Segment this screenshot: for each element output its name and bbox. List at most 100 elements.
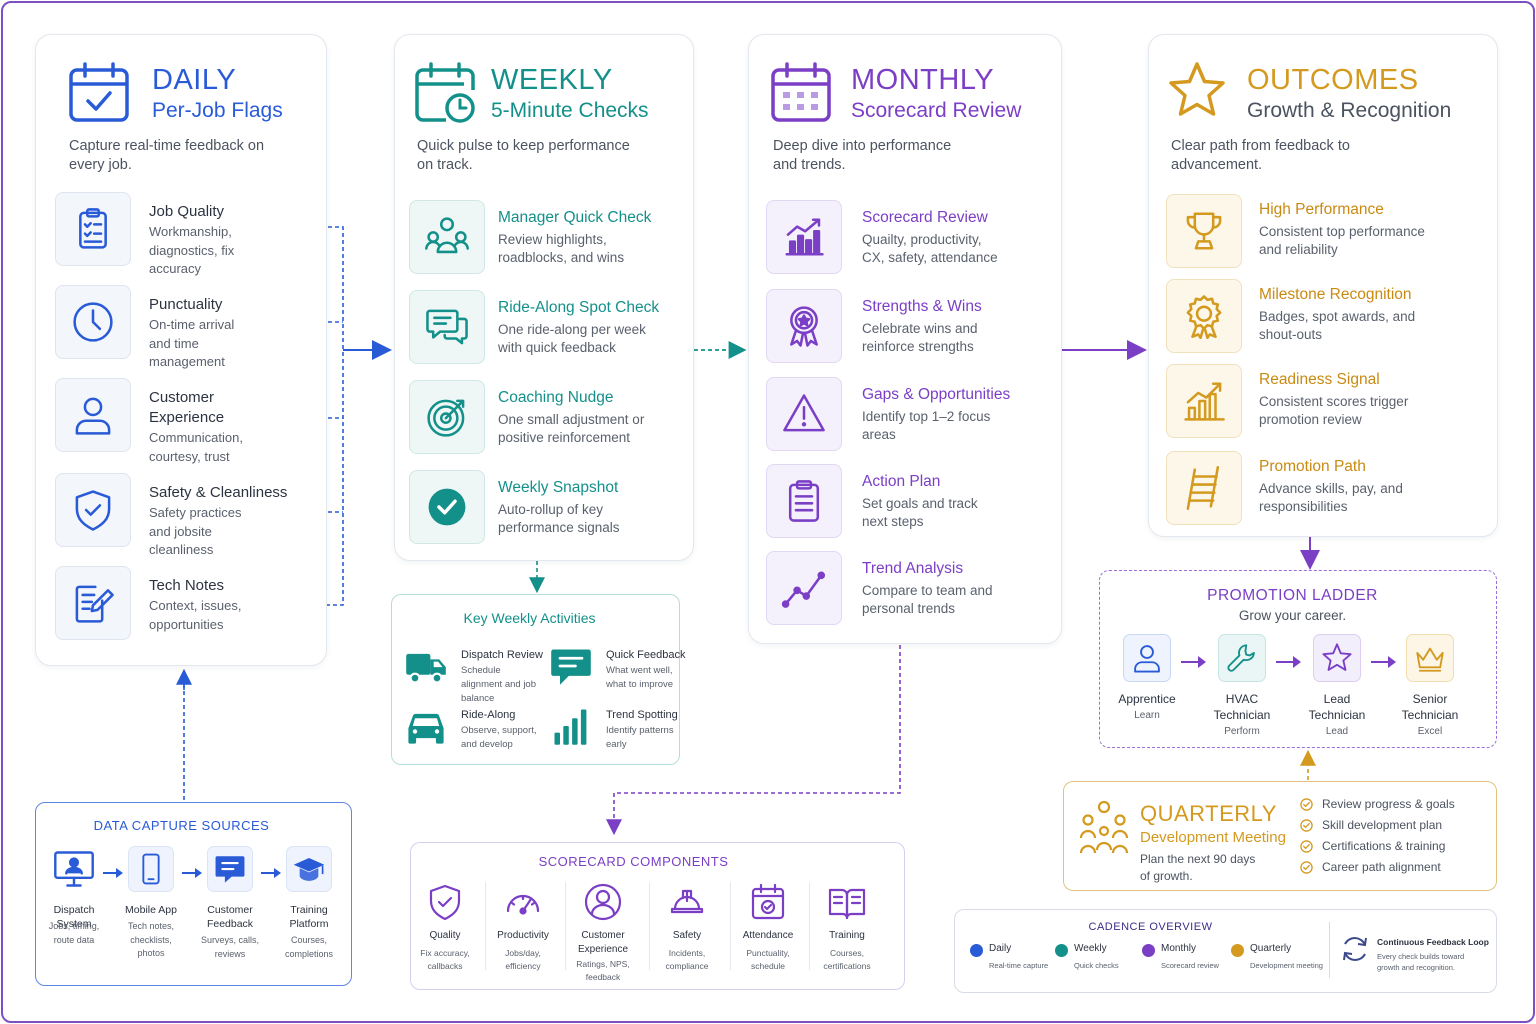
data-source-arrow (103, 868, 123, 878)
data-source-2-icon-box[interactable] (128, 846, 174, 892)
promotion-step-title: Senior Technician (1401, 692, 1459, 722)
scorecard-item-title: Productivity (497, 930, 549, 941)
scorecard-item-title: Training (829, 930, 865, 941)
weekly-subtitle: 5-Minute Checks (491, 99, 649, 122)
quarterly-description: Plan the next 90 days of growth. (1140, 852, 1256, 883)
scorecard-divider (809, 882, 810, 970)
team-icon (425, 217, 469, 254)
monthly-item-description: Quailty, productivity, CX, safety, atten… (862, 232, 998, 265)
weekly-item-1-icon-box[interactable] (409, 200, 485, 274)
promotion-subtitle: Grow your career. (1238, 608, 1347, 623)
bar-chart-icon (785, 218, 824, 256)
badge-icon (1186, 295, 1222, 339)
data-capture-sources-panel (35, 802, 352, 986)
data-source-3-icon-box[interactable] (207, 846, 253, 892)
graduation-cap-icon (293, 857, 325, 881)
promotion-arrow (1181, 656, 1206, 668)
weekly-item-description: One small adjustment or positive reinfor… (498, 412, 645, 445)
outcomes-item-3-icon-box[interactable] (1166, 364, 1242, 438)
daily-item-description: Context, issues, opportunities (149, 598, 242, 632)
scorecard-divider (649, 882, 650, 970)
daily-item-title: Safety & Cleanliness (149, 484, 288, 501)
outcomes-item-description: Badges, spot awards, and shout-outs (1259, 309, 1416, 342)
promotion-step-title: Lead Technician (1308, 692, 1366, 722)
daily-item-description: On-time arrival and time management (149, 317, 235, 369)
scorecard-item-description: Punctuality, schedule (746, 948, 790, 971)
calendar-check-icon (751, 883, 785, 920)
data-source-1-icon-box[interactable] (51, 846, 97, 892)
promotion-step-3-icon-box[interactable] (1313, 634, 1361, 682)
check-circle-icon (1300, 819, 1313, 832)
growth-chart-icon (1184, 382, 1225, 421)
cadence-dot (1231, 944, 1244, 957)
monthly-item-4-icon-box[interactable] (766, 464, 842, 538)
weekly-item-2-icon-box[interactable] (409, 290, 485, 364)
key-weekly-item-4-icon (549, 704, 593, 753)
daily-item-2-icon-box[interactable] (55, 285, 131, 359)
promotion-step-2-icon-box[interactable] (1218, 634, 1266, 682)
data-source-description: Tech notes, checklists, photos (127, 921, 175, 958)
scorecard-item-2-icon (503, 882, 543, 927)
outcomes-item-4-icon-box[interactable] (1166, 451, 1242, 525)
daily-item-5-icon-box[interactable] (55, 566, 131, 640)
cadence-label: Daily (989, 943, 1012, 954)
data-source-description: Courses, completions (284, 935, 334, 959)
weekly-item-description: Review highlights, roadblocks, and wins (498, 232, 625, 265)
ladder-icon (1186, 466, 1220, 510)
monthly-item-description: Celebrate wins and reinforce strengths (862, 321, 978, 354)
scorecard-item-title: Safety (672, 930, 702, 941)
promotion-step-description: Perform (1224, 726, 1260, 737)
daily-item-3-icon-box[interactable] (55, 378, 131, 452)
daily-item-4-icon-box[interactable] (55, 473, 131, 547)
check-circle-icon (1300, 798, 1313, 811)
quarterly-panel (1063, 781, 1497, 891)
data-source-4-icon-box[interactable] (286, 846, 332, 892)
quarterly-checklist-item: Career path alignment (1322, 860, 1441, 874)
weekly-item-4-icon-box[interactable] (409, 470, 485, 544)
monthly-item-title: Strengths & Wins (862, 298, 982, 315)
promotion-step-title: HVAC Technician (1213, 692, 1271, 722)
monthly-item-5-icon-box[interactable] (766, 551, 842, 625)
message-icon (551, 649, 591, 685)
key-weekly-item-3-icon (404, 704, 448, 753)
key-weekly-item-description: What went well, what to improve (606, 665, 674, 690)
data-source-arrow (182, 868, 202, 878)
user-icon (1134, 645, 1160, 673)
outcomes-item-2-icon-box[interactable] (1166, 279, 1242, 353)
clock-icon (73, 302, 113, 342)
key-weekly-item-title: Trend Spotting (606, 709, 678, 721)
weekly-item-3-icon-box[interactable] (409, 380, 485, 454)
award-icon (790, 306, 818, 347)
scorecard-item-description: Jobs/day, efficiency (505, 948, 541, 971)
daily-item-title: Job Quality (149, 203, 225, 220)
target-icon (427, 399, 465, 437)
promotion-step-4-icon-box[interactable] (1406, 634, 1454, 682)
check-circle-icon (1300, 861, 1313, 874)
monthly-item-3-icon-box[interactable] (766, 377, 842, 451)
note-edit-icon (75, 585, 114, 623)
cadence-label: Monthly (1161, 943, 1197, 954)
daily-item-1-icon-box[interactable] (55, 192, 131, 266)
monthly-item-1-icon-box[interactable] (766, 200, 842, 274)
promotion-title: PROMOTION LADDER (1207, 587, 1378, 604)
scorecard-divider (485, 882, 486, 970)
wrench-icon (1227, 644, 1255, 672)
monthly-item-description: Identify top 1–2 focus areas (862, 409, 991, 442)
monthly-item-title: Gaps & Opportunities (862, 386, 1011, 403)
cadence-description: Scorecard review (1161, 961, 1219, 970)
promotion-step-title: Apprentice (1118, 692, 1176, 706)
key-weekly-item-title: Quick Feedback (606, 649, 686, 661)
monthly-item-2-icon-box[interactable] (766, 289, 842, 363)
outcomes-item-1-icon-box[interactable] (1166, 194, 1242, 268)
scorecard-components-panel (410, 842, 905, 990)
data-source-title: Training Platform (289, 904, 329, 930)
weekly-item-title: Coaching Nudge (498, 389, 614, 406)
promotion-arrow (1276, 656, 1301, 668)
signal-bars-icon (554, 709, 587, 745)
promotion-step-1-icon-box[interactable] (1123, 634, 1171, 682)
quarterly-checklist-item: Skill development plan (1322, 818, 1443, 832)
promotion-arrow (1371, 656, 1396, 668)
phone-icon (142, 853, 160, 885)
chat-icon (426, 309, 468, 345)
